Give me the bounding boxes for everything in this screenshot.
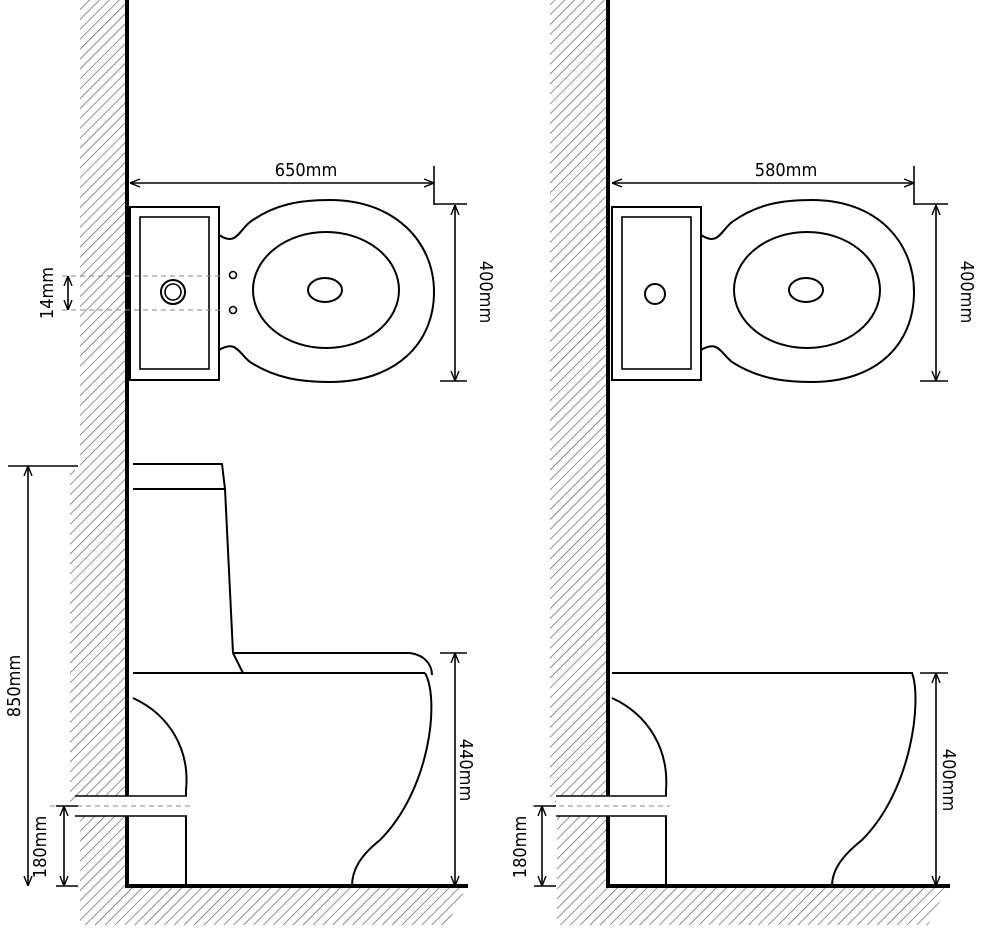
- right-width-label: 580mm: [755, 160, 817, 181]
- right-bowl-outline: [700, 198, 916, 384]
- right-depth-dimension: 400mm: [920, 205, 977, 382]
- left-cistern-inner: [139, 216, 210, 370]
- left-bowl-back: [132, 697, 188, 886]
- right-bowl-back: [611, 697, 668, 886]
- right-side-view-toilet: [611, 672, 917, 887]
- left-height-label: 850mm: [4, 655, 25, 717]
- right-view: 580mm 400mm 180mm: [510, 0, 977, 925]
- right-cistern-outer: [611, 206, 702, 381]
- right-wall-hatch: [550, 0, 948, 925]
- left-flush-button-inner: [164, 283, 182, 301]
- right-flush-button: [644, 283, 666, 305]
- left-inlet-label: 14mm: [37, 267, 58, 319]
- right-seat-dimension: 400mm: [920, 672, 959, 886]
- left-drain-hole: [307, 277, 343, 303]
- left-cistern-outer: [129, 206, 220, 381]
- right-depth-label: 400mm: [956, 261, 977, 323]
- left-bowl-front: [351, 672, 433, 887]
- left-drain-pipe: [50, 795, 190, 817]
- left-bolt-hole-top: [228, 270, 238, 280]
- left-depth-dimension: 400mm: [440, 205, 496, 382]
- right-bowl-front: [612, 672, 917, 887]
- left-bowl-outline: [218, 198, 436, 384]
- right-drain-hole: [788, 277, 824, 303]
- left-depth-label: 400mm: [475, 261, 496, 323]
- right-top-view-toilet: [611, 198, 916, 384]
- left-inlet-dimension: 14mm: [37, 267, 68, 319]
- right-bowl-inner: [733, 231, 881, 349]
- right-pipe-dimension: 180mm: [510, 805, 556, 887]
- left-flush-button: [160, 279, 186, 305]
- left-width-label: 650mm: [275, 160, 337, 181]
- left-bolt-hole-bottom: [228, 305, 238, 315]
- left-height-dimension: 850mm: [4, 465, 78, 886]
- left-view: 650mm 400mm 14mm: [4, 0, 496, 925]
- right-seat-label: 400mm: [938, 749, 959, 811]
- right-pipe-label: 180mm: [510, 816, 531, 878]
- left-bowl-inner: [252, 231, 400, 349]
- left-wall-hatch: [70, 0, 467, 925]
- left-tank-lid: [133, 463, 227, 490]
- left-seat-dimension: 440mm: [440, 652, 476, 886]
- left-seat-label: 440mm: [455, 739, 476, 801]
- left-side-view-toilet: [132, 463, 433, 887]
- right-cistern-inner: [621, 216, 692, 370]
- left-tank-front: [224, 488, 244, 674]
- left-seat-lid: [233, 652, 433, 676]
- left-top-view-toilet: [62, 198, 436, 384]
- right-width-dimension: 580mm: [612, 160, 948, 205]
- left-pipe-dimension: 180mm: [30, 805, 78, 887]
- left-pipe-label: 180mm: [30, 816, 51, 878]
- left-width-dimension: 650mm: [130, 160, 467, 205]
